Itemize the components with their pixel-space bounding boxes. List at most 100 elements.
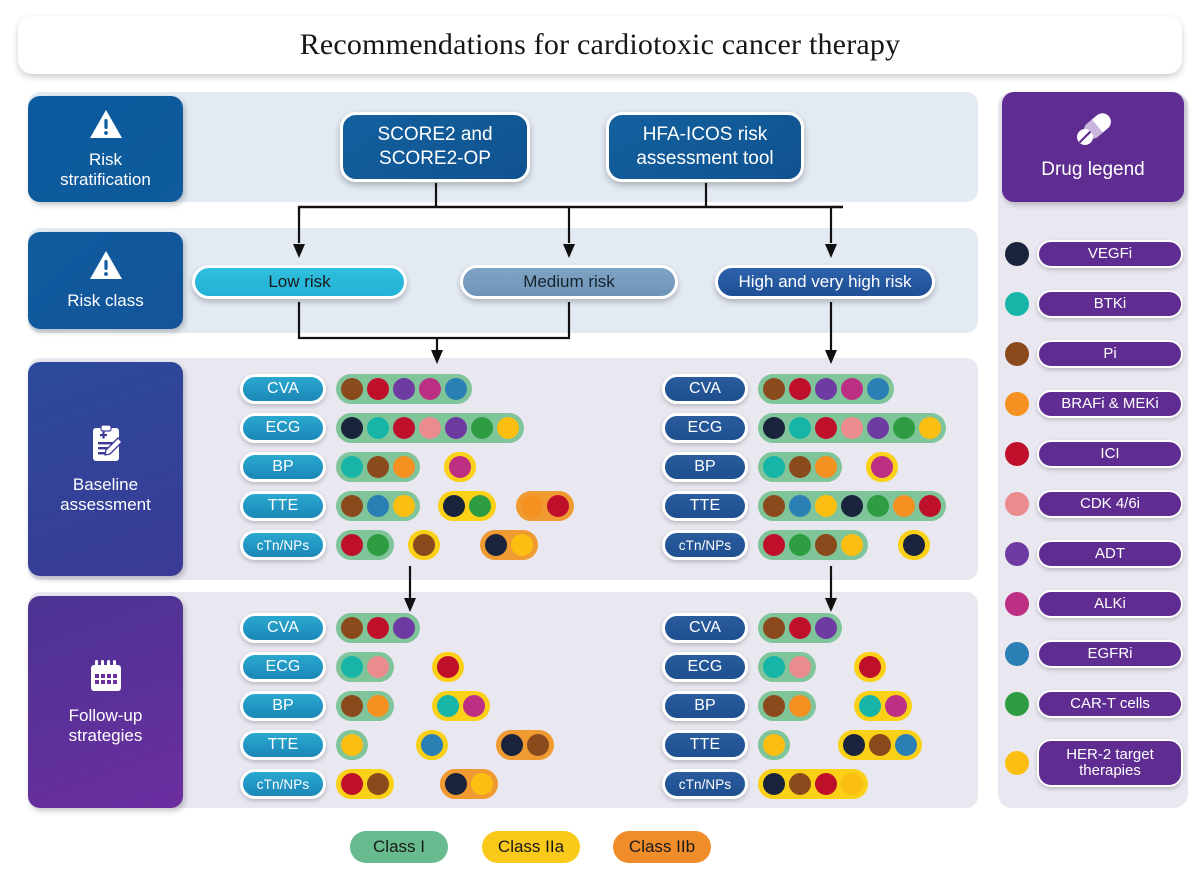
- warning-triangle-icon: [89, 250, 123, 285]
- risk-class-medium[interactable]: Medium risk: [460, 265, 678, 299]
- legend-label: CDK 4/6i: [1037, 490, 1183, 518]
- test-chip-bp[interactable]: BP: [662, 452, 748, 482]
- drug-dot-cdk-4-6i: [367, 656, 389, 678]
- drug-group-class-iia: [838, 730, 922, 760]
- drug-dot-her-2-target-therapies: [497, 417, 519, 439]
- test-chip-ctn-nps[interactable]: cTn/NPs: [662, 769, 748, 799]
- drug-group-class-i: [336, 691, 394, 721]
- drug-dot-her-2-target-therapies: [471, 773, 493, 795]
- test-chip-ecg[interactable]: ECG: [662, 652, 748, 682]
- test-chip-ctn-nps[interactable]: cTn/NPs: [240, 530, 326, 560]
- drug-dot-pi: [763, 495, 785, 517]
- drug-dot-alki: [871, 456, 893, 478]
- legend-color-dot: [1005, 642, 1029, 666]
- drug-dot-pi: [341, 378, 363, 400]
- test-chip-tte[interactable]: TTE: [240, 730, 326, 760]
- drug-dot-alki: [841, 378, 863, 400]
- test-chip-cva[interactable]: CVA: [240, 613, 326, 643]
- legend-row-ici[interactable]: ICI: [1005, 436, 1183, 472]
- test-chip-ctn-nps[interactable]: cTn/NPs: [240, 769, 326, 799]
- test-chip-ecg[interactable]: ECG: [662, 413, 748, 443]
- test-chip-ecg[interactable]: ECG: [240, 413, 326, 443]
- drug-legend-title: Drug legend: [1041, 159, 1145, 180]
- drug-dot-ici: [341, 534, 363, 556]
- legend-color-dot: [1005, 592, 1029, 616]
- drug-dot-pi: [763, 378, 785, 400]
- drug-dot-brafi-meki: [521, 495, 543, 517]
- drug-dot-car-t-cells: [867, 495, 889, 517]
- legend-row-brafi-meki[interactable]: BRAFi & MEKi: [1005, 386, 1183, 422]
- test-chip-tte[interactable]: TTE: [240, 491, 326, 521]
- legend-color-dot: [1005, 542, 1029, 566]
- drug-dot-pi: [527, 734, 549, 756]
- calendar-icon: [87, 659, 125, 700]
- drug-dot-vegfi: [763, 417, 785, 439]
- legend-row-btki[interactable]: BTKi: [1005, 286, 1183, 322]
- drug-dot-pi: [815, 534, 837, 556]
- test-chip-bp[interactable]: BP: [662, 691, 748, 721]
- class-legend-iib-label: Class IIb: [628, 837, 696, 856]
- page-title: Recommendations for cardiotoxic cancer t…: [18, 16, 1182, 74]
- drug-group-class-iia: [432, 652, 464, 682]
- legend-row-car-t-cells[interactable]: CAR-T cells: [1005, 686, 1183, 722]
- legend-row-pi[interactable]: Pi: [1005, 336, 1183, 372]
- drug-dot-ici: [437, 656, 459, 678]
- drug-group-class-i: [758, 374, 894, 404]
- legend-row-adt[interactable]: ADT: [1005, 536, 1183, 572]
- legend-color-dot: [1005, 442, 1029, 466]
- drug-group-class-i: [758, 652, 816, 682]
- legend-row-alki[interactable]: ALKi: [1005, 586, 1183, 622]
- test-chip-tte[interactable]: TTE: [662, 491, 748, 521]
- test-chip-bp[interactable]: BP: [240, 452, 326, 482]
- drug-dot-vegfi: [485, 534, 507, 556]
- legend-row-cdk-4-6i[interactable]: CDK 4/6i: [1005, 486, 1183, 522]
- drug-dot-alki: [419, 378, 441, 400]
- legend-color-dot: [1005, 751, 1029, 775]
- test-chip-ecg[interactable]: ECG: [240, 652, 326, 682]
- drug-group-class-i: [758, 491, 946, 521]
- drug-dot-ici: [815, 417, 837, 439]
- risk-class-high-label: High and very high risk: [738, 272, 912, 291]
- legend-label: Pi: [1037, 340, 1183, 368]
- drug-dot-cdk-4-6i: [841, 417, 863, 439]
- drug-dot-adt: [815, 617, 837, 639]
- drug-dot-btki: [859, 695, 881, 717]
- drug-dot-ici: [815, 773, 837, 795]
- test-chip-tte[interactable]: TTE: [662, 730, 748, 760]
- test-chip-cva[interactable]: CVA: [240, 374, 326, 404]
- legend-row-egfri[interactable]: EGFRi: [1005, 636, 1183, 672]
- drug-group-class-i: [758, 452, 842, 482]
- test-chip-cva[interactable]: CVA: [662, 613, 748, 643]
- risk-class-medium-label: Medium risk: [523, 272, 615, 291]
- drug-dot-pi: [341, 495, 363, 517]
- sidebar-item-risk-class[interactable]: Risk class: [28, 232, 183, 329]
- test-chip-cva[interactable]: CVA: [662, 374, 748, 404]
- drug-dot-alki: [449, 456, 471, 478]
- drug-dot-alki: [885, 695, 907, 717]
- class-legend-iib: Class IIb: [613, 831, 711, 863]
- drug-group-class-i: [336, 491, 420, 521]
- drug-dot-egfri: [421, 734, 443, 756]
- drug-dot-cdk-4-6i: [419, 417, 441, 439]
- test-chip-ctn-nps[interactable]: cTn/NPs: [662, 530, 748, 560]
- risk-class-low[interactable]: Low risk: [192, 265, 407, 299]
- drug-group-class-iia: [416, 730, 448, 760]
- drug-dot-her-2-target-therapies: [841, 773, 863, 795]
- drug-group-class-iia: [898, 530, 930, 560]
- risk-class-high[interactable]: High and very high risk: [715, 265, 935, 299]
- test-chip-bp[interactable]: BP: [240, 691, 326, 721]
- legend-row-vegfi[interactable]: VEGFi: [1005, 236, 1183, 272]
- drug-dot-brafi-meki: [815, 456, 837, 478]
- drug-dot-her-2-target-therapies: [341, 734, 363, 756]
- drug-dot-btki: [367, 417, 389, 439]
